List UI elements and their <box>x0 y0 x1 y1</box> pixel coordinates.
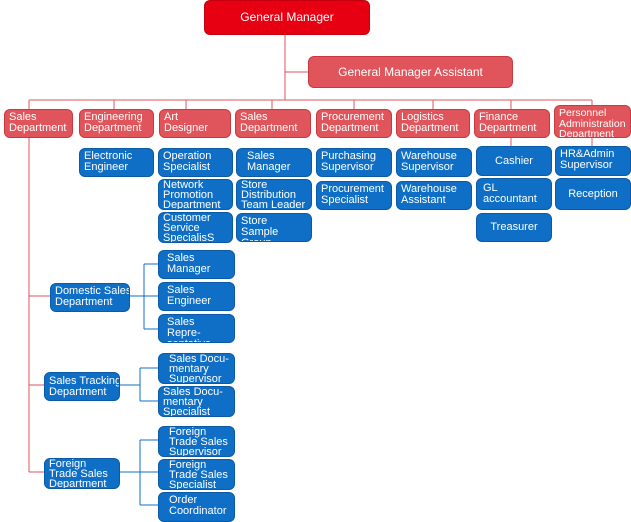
role-store-distribution: Store Distribution Team Leader <box>236 179 312 210</box>
role-order-coordinator: Order Coordinator <box>158 492 235 522</box>
general-manager-assistant-box: General Manager Assistant <box>308 56 513 88</box>
dept-label: Engineering Department <box>84 111 143 134</box>
role-procurement-specialist: Procurement Specialist <box>316 181 392 210</box>
role-purchasing-supervisor: Purchasing Supervisor <box>316 148 392 177</box>
dept-label: Sales Department <box>240 111 298 134</box>
role-foreign-trade-supervisor: Foreign Trade Sales Supervisor <box>158 426 235 457</box>
subdept-domestic-sales: Domestic Sales Department <box>50 283 130 312</box>
dept-art-designer: Art Designer <box>159 109 231 138</box>
dept-label: Art Designer <box>164 111 209 134</box>
dept-label: Procurement Department <box>321 111 384 134</box>
role-store-sample-group: Store Sample Group <box>236 213 312 242</box>
role-operation-specialist: Operation Specialist <box>158 148 233 177</box>
role-network-promotion: Network Promotion Department <box>158 179 233 210</box>
role-documentary-supervisor: Sales Docu- mentary Supervisor <box>158 353 235 384</box>
dept-engineering: Engineering Department <box>79 109 154 138</box>
dept-label: Finance Department <box>479 111 537 134</box>
role-hr-admin-supervisor: HR&Admin Supervisor <box>555 146 631 176</box>
role-warehouse-supervisor: Warehouse Supervisor <box>396 148 472 177</box>
role-domestic-sales-engineer: Sales Engineer <box>158 282 235 311</box>
dept-label: Logistics Department <box>401 111 459 134</box>
dept-sales-2: Sales Department <box>235 109 311 138</box>
dept-finance: Finance Department <box>474 109 550 138</box>
subdept-foreign-trade-sales: Foreign Trade Sales Department <box>44 458 120 489</box>
role-foreign-trade-specialist: Foreign Trade Sales Specialist <box>158 459 235 490</box>
general-manager-box: General Manager <box>204 0 370 35</box>
role-gl-accountant: GL accountant <box>476 178 552 210</box>
general-manager-assistant-label: General Manager Assistant <box>338 64 483 79</box>
subdept-sales-tracking: Sales Tracking Department <box>44 372 120 401</box>
dept-label: Personnel Administration Department <box>559 107 626 138</box>
general-manager-label: General Manager <box>240 10 334 24</box>
role-sales-manager-2: Sales Manager <box>236 148 312 177</box>
role-treasurer: Treasurer <box>476 213 552 242</box>
role-electronic-engineer: Electronic Engineer <box>79 148 154 177</box>
role-domestic-sales-manager: Sales Manager <box>158 250 235 279</box>
role-reception: Reception <box>555 178 631 210</box>
dept-label: Sales Department <box>9 111 67 134</box>
dept-procurement: Procurement Department <box>316 109 392 138</box>
dept-logistics: Logistics Department <box>396 109 470 138</box>
dept-personnel-admin: Personnel Administration Department <box>554 105 631 138</box>
role-cashier: Cashier <box>476 146 552 176</box>
role-domestic-sales-representative: Sales Repre- sentative <box>158 314 235 343</box>
role-customer-service: Customer Service SpecialisS <box>158 212 233 243</box>
dept-sales-1: Sales Department <box>4 109 73 138</box>
role-warehouse-assistant: Warehouse Assistant <box>396 181 472 210</box>
role-documentary-specialist: Sales Docu- mentary Specialist <box>158 386 235 417</box>
